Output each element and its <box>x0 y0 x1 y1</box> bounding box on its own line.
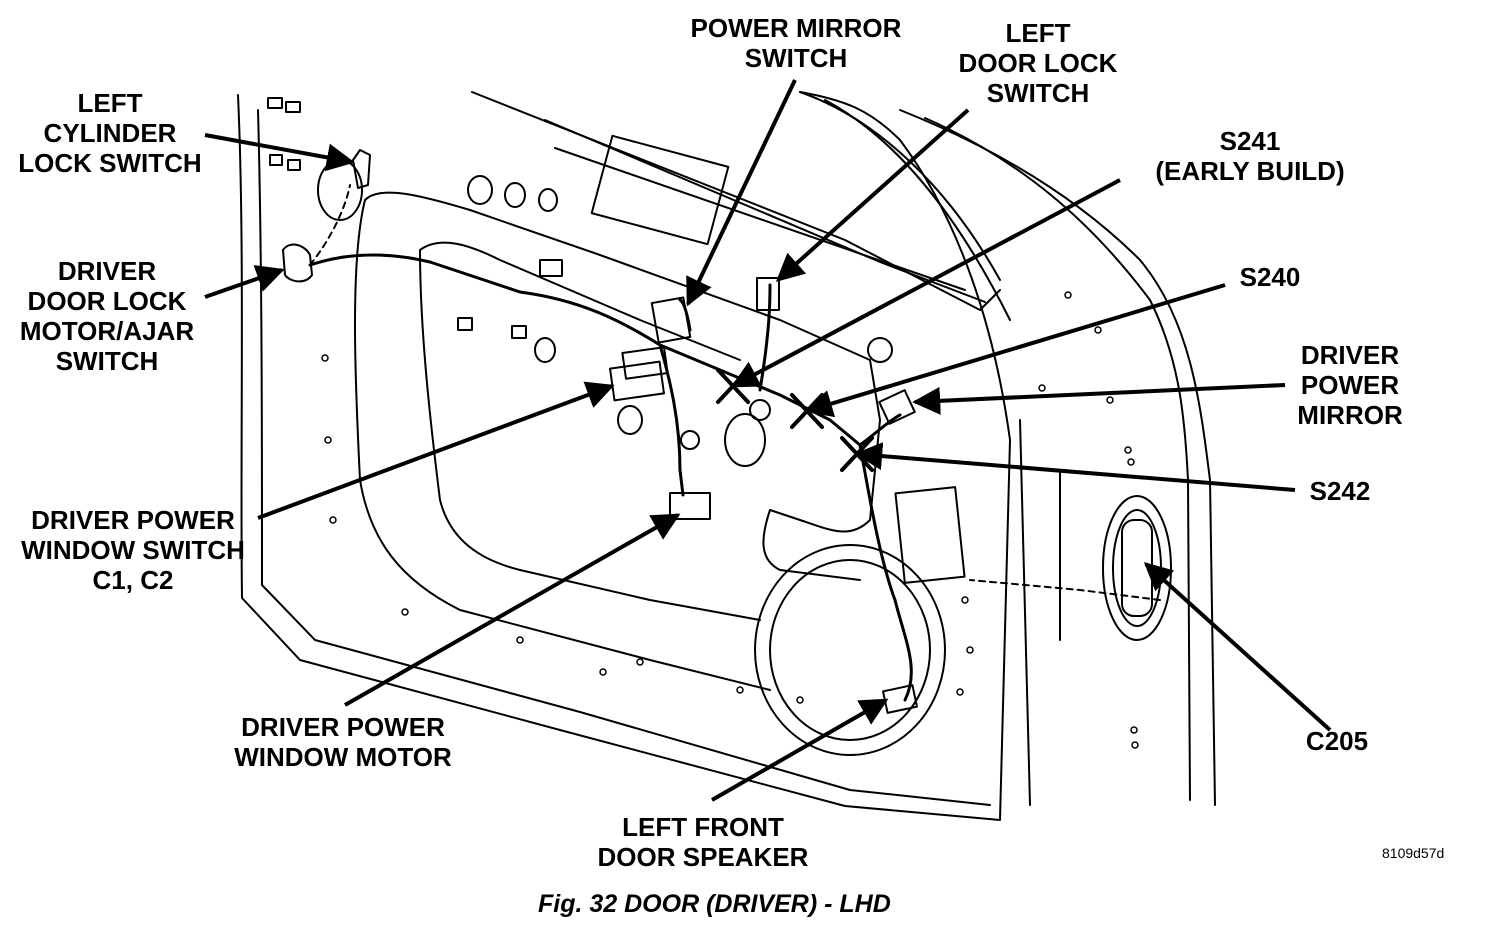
splice-marks <box>716 368 874 472</box>
window-switch-part <box>609 360 665 402</box>
power-mirror-switch-part <box>650 296 692 344</box>
label-line: S240 <box>1239 262 1301 292</box>
label-line: DRIVER <box>57 256 157 286</box>
label-power-mirror-switch: POWER MIRROR SWITCH <box>676 13 916 73</box>
arrow-s240 <box>804 283 1226 418</box>
fastener-holes <box>321 291 1139 749</box>
label-line: S242 <box>1309 476 1371 506</box>
label-line: POWER <box>1300 370 1400 400</box>
label-line: LEFT <box>77 88 143 118</box>
label-line: WINDOW MOTOR <box>234 742 452 772</box>
figure-caption: Fig. 32 DOOR (DRIVER) - LHD <box>538 890 891 918</box>
arrow-c205 <box>1143 562 1332 732</box>
arrow-left-cylinder-lock-switch <box>204 133 355 172</box>
label-left-door-lock-switch: LEFT DOOR LOCK SWITCH <box>940 18 1136 108</box>
label-line: LOCK SWITCH <box>18 148 202 178</box>
figure-reference-code: 8109d57d <box>1382 845 1445 861</box>
label-line: DRIVER POWER <box>241 712 445 742</box>
label-line: LEFT FRONT <box>622 812 784 842</box>
label-driver-power-mirror: DRIVER POWER MIRROR <box>1280 340 1420 430</box>
label-line: DOOR LOCK <box>27 286 187 316</box>
door-lock-motor-part <box>282 243 313 283</box>
label-s242: S242 <box>1290 476 1390 506</box>
label-left-cylinder-lock-switch: LEFT CYLINDER LOCK SWITCH <box>6 88 214 178</box>
arrow-driver-power-window-motor <box>344 513 681 707</box>
arrow-s242 <box>854 442 1296 492</box>
label-line: SWITCH <box>986 78 1090 108</box>
label-line: POWER MIRROR <box>690 13 902 43</box>
label-line: DOOR LOCK <box>958 48 1118 78</box>
b-pillar-inner <box>924 117 1191 801</box>
inner-cutout <box>419 249 761 621</box>
speaker-opening <box>754 544 946 756</box>
label-s240: S240 <box>1220 262 1320 292</box>
label-c205: C205 <box>1282 726 1392 756</box>
arrow-left-front-door-speaker <box>711 698 889 802</box>
label-line: DRIVER POWER <box>31 505 235 535</box>
arrow-driver-door-lock-motor <box>204 265 285 299</box>
label-line: (EARLY BUILD) <box>1155 156 1345 186</box>
door-lock-switch-part <box>756 277 780 311</box>
window-motor-part <box>669 492 711 520</box>
label-line: WINDOW SWITCH <box>21 535 245 565</box>
left-cylinder-lock-switch-part <box>352 149 371 189</box>
arrow-driver-power-window-switch <box>257 381 615 520</box>
door-inner-edge <box>257 109 991 806</box>
label-s241: S241 (EARLY BUILD) <box>1150 126 1350 186</box>
label-line: C1, C2 <box>92 565 174 595</box>
leader-arrows <box>204 79 1332 802</box>
label-line: DOOR SPEAKER <box>597 842 809 872</box>
label-left-front-door-speaker: LEFT FRONT DOOR SPEAKER <box>578 812 828 872</box>
label-line: DRIVER <box>1300 340 1400 370</box>
a-pillar-inner <box>824 99 1011 321</box>
label-driver-door-lock-motor: DRIVER DOOR LOCK MOTOR/AJAR SWITCH <box>6 256 208 376</box>
window-glass-line <box>554 147 966 291</box>
arrow-left-door-lock-switch <box>775 108 970 282</box>
inner-cutout-top <box>419 241 741 361</box>
trim-panel-outline <box>364 191 881 581</box>
label-line: SWITCH <box>55 346 159 376</box>
speaker-connector-part <box>882 684 918 714</box>
label-line: S241 <box>1219 126 1281 156</box>
arrow-power-mirror-switch <box>686 79 797 307</box>
a-pillar-front <box>799 91 1001 281</box>
label-line: LEFT <box>1005 18 1071 48</box>
label-line: C205 <box>1305 726 1369 756</box>
body-side-panel <box>1019 419 1031 806</box>
wiring-harness <box>308 253 862 447</box>
door-outer-frame <box>237 91 1011 821</box>
label-driver-power-window-switch: DRIVER POWER WINDOW SWITCH C1, C2 <box>8 505 258 595</box>
label-line: MIRROR <box>1297 400 1403 430</box>
window-frame-inner <box>544 119 986 303</box>
label-line: MOTOR/AJAR <box>19 316 195 346</box>
label-driver-power-window-motor: DRIVER POWER WINDOW MOTOR <box>218 712 468 772</box>
label-line: CYLINDER <box>43 118 177 148</box>
mirror-connector-part <box>878 389 916 425</box>
arrow-s241 <box>730 178 1121 388</box>
label-line: SWITCH <box>744 43 848 73</box>
arrow-driver-power-mirror <box>912 383 1286 415</box>
